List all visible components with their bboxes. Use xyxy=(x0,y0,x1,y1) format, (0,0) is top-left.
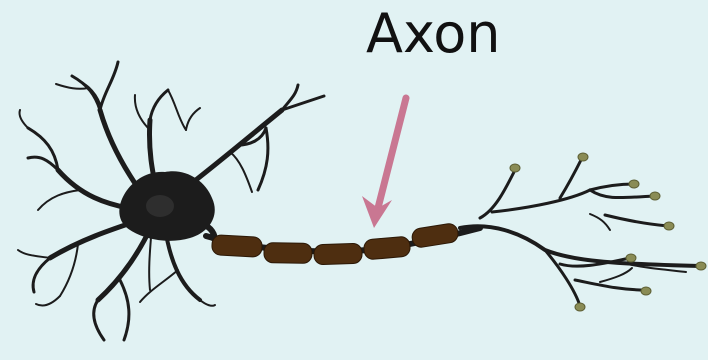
terminal-knob xyxy=(696,262,706,270)
axon-label: Axon xyxy=(366,2,501,66)
terminal-knob xyxy=(650,192,660,200)
axon-terminals xyxy=(460,158,700,306)
terminal-knob xyxy=(510,164,520,172)
terminal-knob xyxy=(626,254,636,262)
terminal-knob xyxy=(575,303,585,311)
myelin-segment xyxy=(363,236,411,260)
terminal-knob xyxy=(664,222,674,230)
terminal-knob xyxy=(578,153,588,161)
myelin-sheath xyxy=(212,223,460,265)
terminal-knob xyxy=(629,180,639,188)
myelin-segment xyxy=(212,235,263,258)
pointer-arrow xyxy=(362,98,406,228)
myelin-segment xyxy=(314,243,363,265)
myelin-segment xyxy=(264,243,312,264)
myelin-segment xyxy=(411,223,459,249)
terminal-knob xyxy=(641,287,651,295)
